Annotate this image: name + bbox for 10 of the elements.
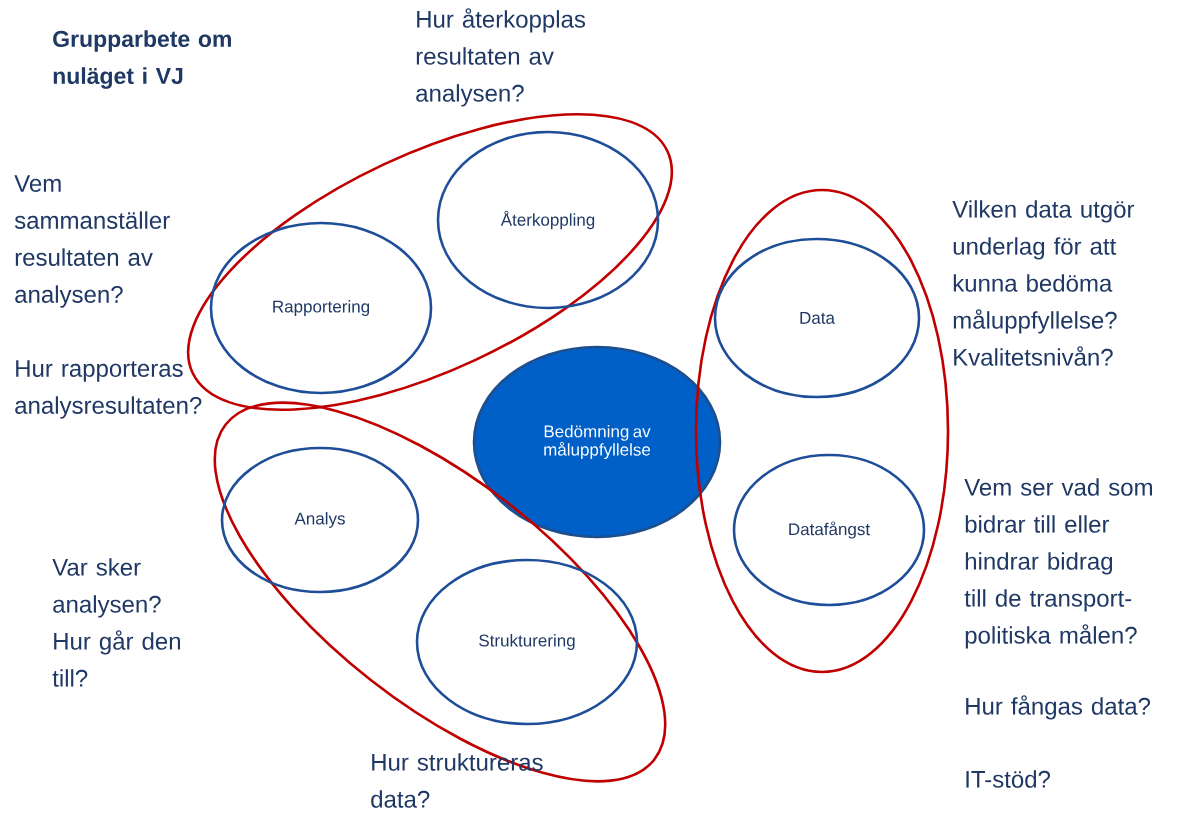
question-text: Hur rapporteras analysresultaten?: [15, 360, 202, 419]
question-text: IT-stöd?: [966, 770, 1051, 788]
group-ellipse: [694, 188, 950, 674]
question-text: Hur återkopplas resultaten av analysen?: [416, 8, 586, 107]
question-text: Vem ser vad som bidrar till eller hindrar bidrag till de transport-politiska målen?: [964, 478, 1152, 649]
question-text: Vilken data utgör underlag för att kunna bedöma måluppfyllelse? Kvalitetsnivån?: [952, 200, 1135, 366]
title: Grupparbete om nuläget i VJ: [53, 30, 231, 89]
question-text: Hur fångas data?: [966, 695, 1151, 720]
question-text: Vem sammanställer resultaten av analysen?: [14, 175, 170, 308]
question-text: Var sker analysen? Hur går den till?: [52, 558, 180, 687]
